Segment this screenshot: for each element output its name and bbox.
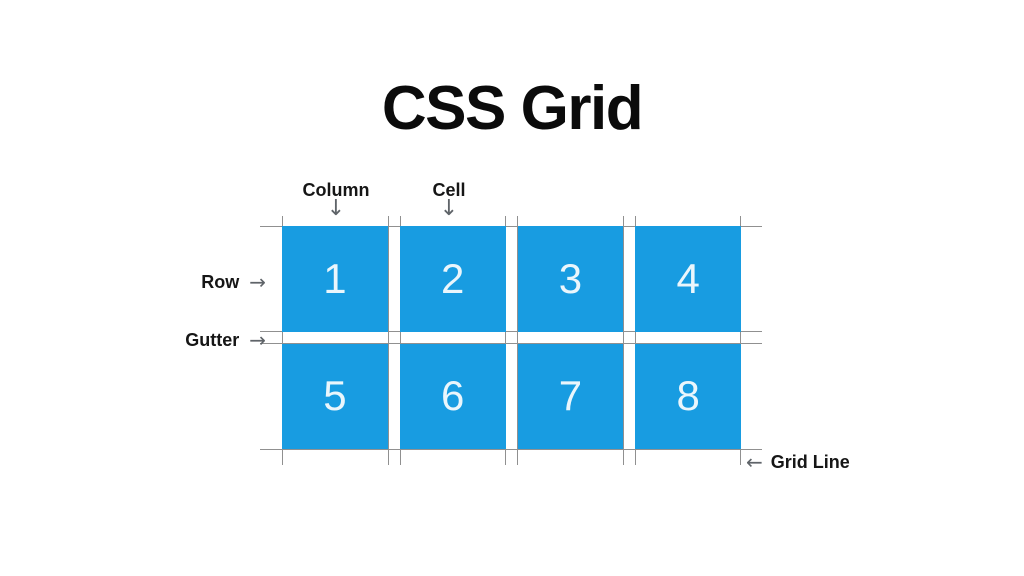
- grid-line-vertical-3: [400, 216, 401, 465]
- gutter-arrow-right-icon: →: [249, 328, 266, 352]
- grid-line-horizontal-gutter-bottom: [260, 343, 762, 344]
- grid-cell-1: 1: [282, 226, 388, 332]
- grid-cell-2: 2: [399, 226, 506, 332]
- grid-cell-8: 8: [635, 343, 741, 449]
- grid-line-horizontal-top: [260, 226, 762, 227]
- grid-line-horizontal-bottom: [260, 449, 762, 450]
- grid-line-vertical-2: [388, 216, 389, 465]
- cell-arrow-down-icon: ↓: [439, 196, 459, 221]
- page-title: CSS Grid: [381, 74, 644, 143]
- grid-line-label: Grid Line: [770, 452, 850, 472]
- grid-cell-5: 5: [282, 343, 388, 449]
- grid-cell-4: 4: [635, 226, 741, 332]
- grid-line-annotation: ← Grid Line: [746, 452, 850, 472]
- grid-cell-7: 7: [517, 343, 624, 449]
- cell-label: Cell: [432, 180, 466, 200]
- grid-line-vertical-7: [635, 216, 636, 465]
- grid-cell-6: 6: [399, 343, 506, 449]
- gutter-label: Gutter: [185, 330, 240, 350]
- row-annotation: Row →: [201, 272, 266, 292]
- grid-line-arrow-left-icon: ←: [746, 450, 763, 474]
- grid-line-vertical-1: [282, 216, 283, 465]
- column-arrow-down-icon: ↓: [326, 196, 346, 221]
- grid-line-horizontal-gutter-top: [260, 331, 762, 332]
- column-label: Column: [302, 180, 370, 200]
- gutter-annotation: Gutter →: [185, 330, 266, 350]
- row-arrow-right-icon: →: [249, 270, 266, 294]
- row-label: Row: [201, 272, 240, 292]
- grid-line-vertical-5: [517, 216, 518, 465]
- grid-line-vertical-6: [623, 216, 624, 465]
- css-grid: 1 2 3 4 5 6 7 8: [282, 226, 741, 449]
- grid-cell-3: 3: [517, 226, 624, 332]
- grid-line-vertical-8: [740, 216, 741, 465]
- grid-line-vertical-4: [505, 216, 506, 465]
